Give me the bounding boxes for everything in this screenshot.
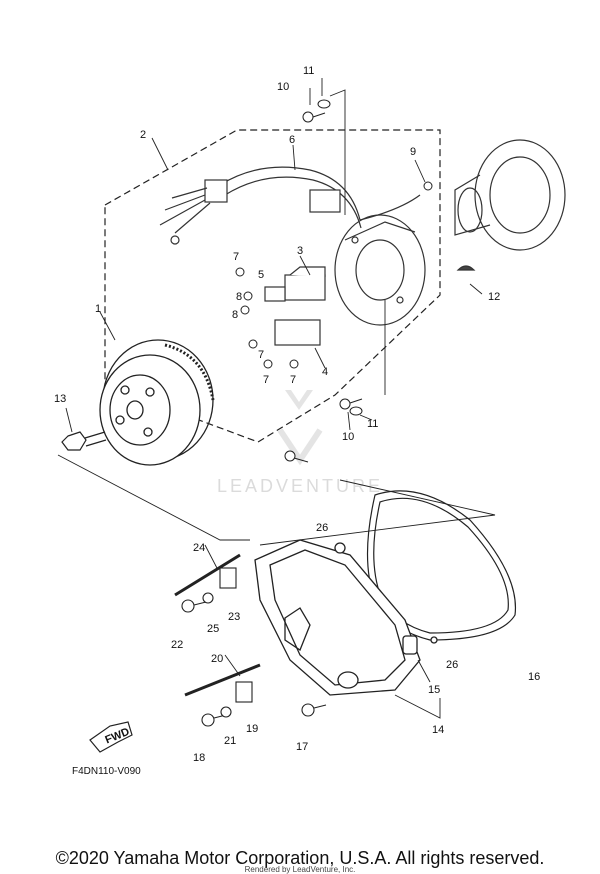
pickup-coils <box>264 266 326 346</box>
part-label: 16 <box>528 671 540 683</box>
part-labels: 11 10 2 6 9 3 7 5 8 8 1 12 7 7 7 4 13 10… <box>54 65 540 764</box>
part-label: 7 <box>233 251 239 263</box>
part-label: 13 <box>54 393 66 405</box>
part-label: 15 <box>428 684 440 696</box>
clamps-and-ties <box>174 553 327 727</box>
copyright-notice: ©2020 Yamaha Motor Corporation, U.S.A. A… <box>55 848 545 868</box>
part-label: 20 <box>211 653 223 665</box>
part-label: 17 <box>296 741 308 753</box>
part-label: 7 <box>258 349 264 361</box>
rendered-by-notice: Rendered by LeadVenture, Inc. <box>244 865 356 874</box>
part-label: 1 <box>95 303 101 315</box>
part-label: 24 <box>193 542 205 554</box>
part-label: 12 <box>488 291 500 303</box>
part-label: 9 <box>410 146 416 158</box>
stator-plate <box>334 214 426 326</box>
part-label: 3 <box>297 245 303 257</box>
flywheel <box>99 339 215 466</box>
part-label: 21 <box>224 735 236 747</box>
part-label: 26 <box>446 659 458 671</box>
part-label: 14 <box>432 724 444 736</box>
small-bolts <box>235 99 433 463</box>
part-label: 7 <box>263 374 269 386</box>
part-label: 2 <box>140 129 146 141</box>
part-label: 19 <box>246 723 258 735</box>
part-label: 8 <box>236 291 242 303</box>
part-label: 25 <box>207 623 219 635</box>
part-label: 5 <box>258 269 264 281</box>
part-label: 11 <box>303 65 314 77</box>
fwd-arrow: FWD <box>89 721 133 753</box>
part-label: 4 <box>322 366 328 378</box>
wire-harness <box>159 166 421 245</box>
part-label: 23 <box>228 611 240 623</box>
part-label: 10 <box>277 81 289 93</box>
diagram-code: F4DN110-V090 <box>72 766 141 777</box>
watermark: LEADVENTURE <box>217 390 383 496</box>
callout-bracket <box>394 659 441 719</box>
part-label: 11 <box>367 418 378 430</box>
side-cover <box>254 539 438 696</box>
part-label: 8 <box>232 309 238 321</box>
part-label: 22 <box>171 639 183 651</box>
part-label: 18 <box>193 752 205 764</box>
part-label: 10 <box>342 431 354 443</box>
crankshaft-part <box>454 139 566 271</box>
watermark-text: LEADVENTURE <box>217 476 383 496</box>
part-label: 26 <box>316 522 328 534</box>
part-label: 7 <box>290 374 296 386</box>
flywheel-bolt <box>61 431 107 451</box>
part-label: 6 <box>289 134 295 146</box>
